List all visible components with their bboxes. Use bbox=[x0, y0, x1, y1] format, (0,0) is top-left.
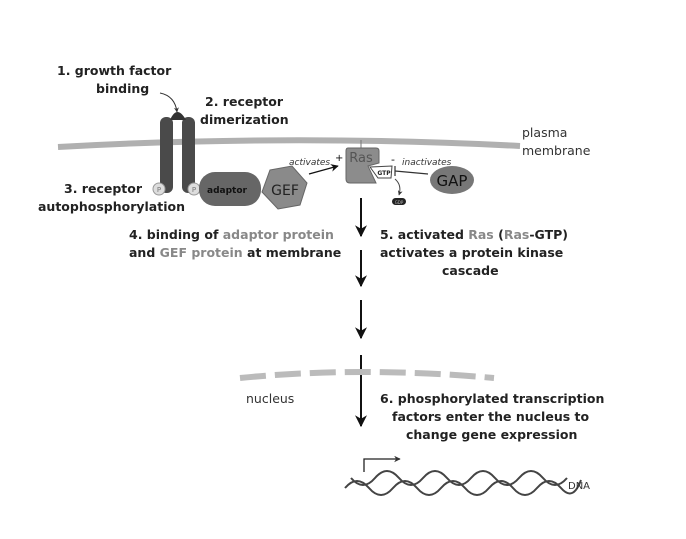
svg-text:GDP: GDP bbox=[395, 200, 404, 205]
transcription-start-arrow bbox=[363, 455, 401, 472]
svg-text:GEF: GEF bbox=[271, 183, 299, 199]
svg-text:P: P bbox=[157, 186, 161, 194]
dna-label: DNA bbox=[568, 481, 590, 492]
nucleus-label: nucleus bbox=[246, 391, 294, 406]
phosphate-left: P bbox=[152, 182, 166, 196]
receptor-dimer bbox=[160, 112, 195, 193]
gef-protein: GEF bbox=[261, 165, 308, 210]
nuclear-envelope bbox=[239, 369, 495, 381]
svg-text:P: P bbox=[192, 186, 196, 194]
plasma-membrane bbox=[57, 137, 521, 150]
activates-label: activates bbox=[289, 158, 330, 168]
inactivates-label: inactivates bbox=[402, 158, 452, 168]
minus-sign: - bbox=[391, 153, 395, 166]
adaptor-protein: adaptor bbox=[199, 172, 261, 206]
svg-text:adaptor: adaptor bbox=[207, 186, 248, 196]
activates-arrow bbox=[308, 164, 339, 175]
dna-helix bbox=[344, 470, 582, 496]
growth-factor bbox=[170, 112, 186, 120]
step-5-label: 5. activated Ras (Ras-GTP)activates a pr… bbox=[380, 227, 568, 278]
gap-protein: GAP bbox=[430, 166, 474, 194]
inactivates-inhibitor bbox=[394, 166, 429, 176]
phosphate-right: P bbox=[187, 182, 201, 196]
plus-sign: + bbox=[335, 153, 343, 164]
svg-text:GTP: GTP bbox=[377, 170, 391, 177]
svg-text:GAP: GAP bbox=[437, 172, 468, 190]
gdp: GDP bbox=[392, 198, 406, 205]
svg-text:Ras: Ras bbox=[349, 151, 373, 166]
gdp-release-arrow bbox=[394, 178, 403, 196]
binding-arrow bbox=[159, 92, 179, 113]
ras-protein: Ras GTP bbox=[345, 140, 393, 184]
